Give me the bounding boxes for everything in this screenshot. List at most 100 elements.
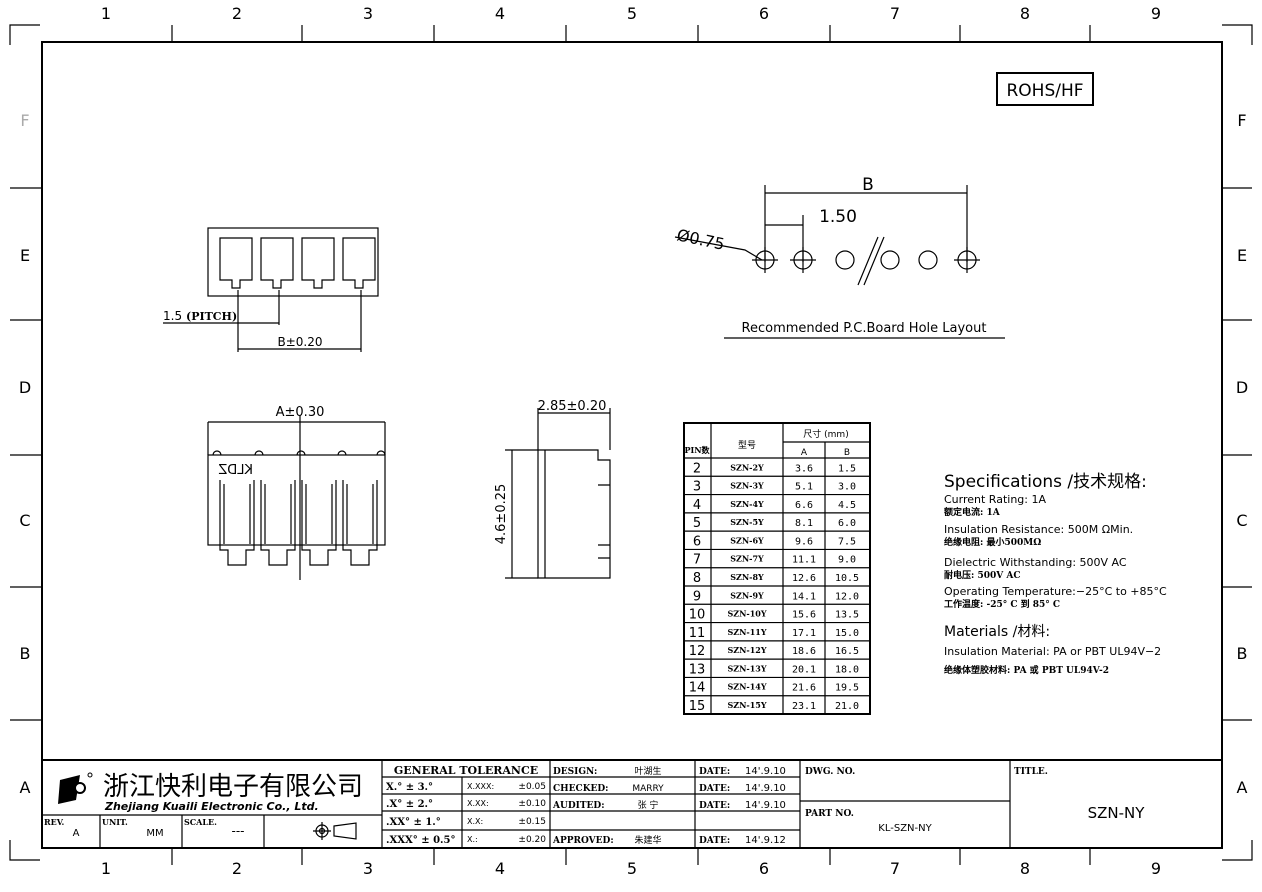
row-labels: F E D C B A F E D C B A — [19, 111, 1248, 797]
angle-tolerance: X.° ± 3.° — [386, 782, 433, 793]
col-label: 2 — [232, 859, 242, 878]
date-label: DATE: — [699, 801, 730, 811]
title-block: 浙江快利电子有限公司 Zhejiang Kuaili Electronic Co… — [42, 759, 1222, 848]
b-dimension: B±0.20 — [277, 335, 322, 349]
header-b: B — [844, 448, 850, 458]
tolerance-title: GENERAL TOLERANCE — [394, 764, 538, 777]
approver-name: 张 宁 — [638, 799, 659, 811]
dim-a-cell: 18.6 — [792, 646, 816, 657]
model-cell: SZN-5Y — [730, 517, 764, 527]
spec-line: 耐电压: 500V AC — [944, 569, 1021, 581]
spec-line: Current Rating: 1A — [944, 493, 1046, 506]
col-label: 1 — [101, 4, 111, 23]
model-cell: SZN-9Y — [730, 590, 764, 600]
dim-a-cell: 15.6 — [792, 610, 816, 621]
dim-a-cell: 21.6 — [792, 683, 816, 694]
approval-role: DESIGN: — [553, 767, 597, 777]
company-logo — [58, 772, 93, 804]
dim-b-cell: 21.0 — [835, 701, 859, 712]
company-name-cn: 浙江快利电子有限公司 — [103, 772, 363, 802]
rev-label: REV. — [44, 817, 65, 827]
model-cell: SZN-7Y — [730, 554, 764, 564]
header-pins: PIN数 — [684, 445, 710, 455]
part-no-label: PART NO. — [805, 809, 854, 819]
dim-b-cell: 4.5 — [838, 500, 856, 511]
model-cell: SZN-11Y — [727, 627, 766, 637]
pin-count-cell: 13 — [689, 662, 706, 677]
date-value: 14'.9.10 — [745, 783, 786, 794]
approval-role: AUDITED: — [552, 801, 605, 811]
unit-value: MM — [146, 828, 163, 839]
date-label: DATE: — [699, 836, 730, 846]
linear-tolerance-format: X.XX: — [467, 799, 489, 808]
dim-b-cell: 19.5 — [835, 683, 859, 694]
date-value: 14'.9.10 — [745, 800, 786, 811]
col-label: 3 — [363, 859, 373, 878]
angle-tolerance: .X° ± 2.° — [386, 799, 433, 810]
diameter-label: Ø0.75 — [675, 225, 726, 254]
dim-a-cell: 20.1 — [792, 664, 816, 675]
date-value: 14'.9.12 — [745, 835, 786, 846]
row-label: F — [20, 111, 29, 130]
spec-line: 绝缘电阻: 最小500MΩ — [944, 536, 1041, 548]
company-name-en: Zhejiang Kuaili Electronic Co., Ltd. — [104, 800, 319, 813]
col-label: 5 — [627, 859, 637, 878]
model-cell: SZN-12Y — [727, 645, 766, 655]
dim-b-cell: 10.5 — [835, 573, 859, 584]
pin-count-cell: 15 — [689, 699, 706, 714]
material-line: Insulation Material: PA or PBT UL94V−2 — [944, 645, 1161, 658]
row-label: E — [20, 246, 30, 265]
linear-tolerance-format: X.: — [467, 835, 478, 844]
pin-count-cell: 3 — [693, 480, 701, 495]
header-model: 型号 — [738, 440, 756, 451]
dim-b-cell: 9.0 — [838, 555, 856, 566]
rohs-badge — [996, 72, 1094, 106]
zone-ticks — [10, 25, 1252, 865]
rev-value: A — [73, 828, 80, 839]
unit-label: UNIT. — [102, 817, 128, 827]
row-label: A — [20, 778, 31, 797]
dim-a-cell: 23.1 — [792, 701, 816, 712]
dim-a-cell: 8.1 — [795, 518, 813, 529]
linear-tolerance-value: ±0.05 — [518, 782, 546, 792]
date-label: DATE: — [699, 784, 730, 794]
col-label: 1 — [101, 859, 111, 878]
header-dims: 尺寸 (mm) — [803, 428, 848, 440]
column-labels-bottom: 1 2 3 4 5 6 7 8 9 — [101, 859, 1161, 878]
b-label: B — [862, 175, 874, 195]
approver-name: 叶湖生 — [634, 765, 661, 777]
dim-a-cell: 9.6 — [795, 536, 813, 547]
row-label: A — [1237, 778, 1248, 797]
projection-symbol-icon — [313, 822, 357, 840]
pin-count-cell: 14 — [689, 681, 706, 696]
pin-count-cell: 11 — [689, 626, 706, 641]
pin-count-cell: 10 — [689, 608, 706, 623]
dwg-no-label: DWG. NO. — [805, 767, 855, 777]
dim-b-cell: 3.0 — [838, 482, 856, 493]
pin-count-cell: 9 — [693, 589, 701, 604]
front-view: A±0.30 KLDZ — [207, 405, 386, 580]
col-label: 4 — [495, 859, 505, 878]
col-label: 9 — [1151, 859, 1161, 878]
spec-line: Dielectric Withstanding: 500V AC — [944, 556, 1127, 569]
pin-count-cell: 7 — [693, 553, 701, 568]
dim-a-cell: 17.1 — [792, 628, 816, 639]
model-cell: SZN-6Y — [730, 535, 764, 545]
hole-layout-caption: Recommended P.C.Board Hole Layout — [742, 321, 987, 336]
pitch-label: 1.5 — [163, 309, 182, 323]
specifications: Specifications /技术规格: Current Rating: 1A… — [944, 472, 1167, 676]
top-view: 1.5 (PITCH) B±0.20 — [163, 227, 379, 352]
dim-a-cell: 3.6 — [795, 463, 813, 474]
col-label: 2 — [232, 4, 242, 23]
scale-value: --- — [232, 824, 245, 838]
column-labels-top: 1 2 3 4 5 6 7 8 9 — [101, 4, 1161, 23]
pin-count-cell: 5 — [693, 516, 701, 531]
